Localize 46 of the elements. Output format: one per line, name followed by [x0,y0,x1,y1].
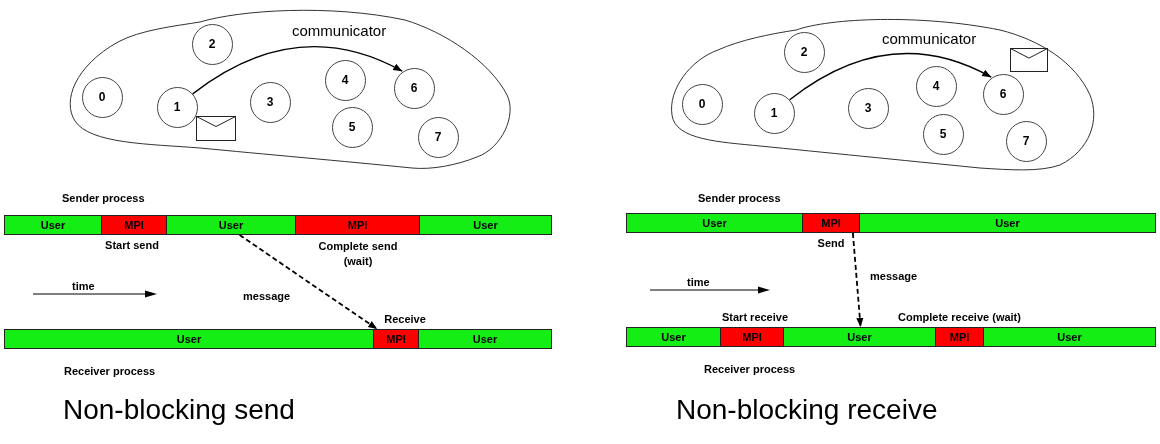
timeline-segment [626,213,803,233]
panel-caption: Non-blocking send [63,395,295,425]
timeline-segment [4,329,374,349]
process-label: Sender process [62,192,145,205]
arrow [789,52,992,101]
event-label: Receive [384,313,426,326]
event-label: Complete receive (wait) [898,311,1021,324]
segment-label: User [847,330,872,344]
timeline-segment [783,327,936,347]
process-label: Receiver process [64,365,156,378]
segment-label: User [702,216,727,230]
timeline-segment [859,213,1156,233]
timeline-segment [166,215,296,235]
timeline-segment [418,329,552,349]
segment-label: User [473,218,498,232]
event-label: Start send [105,239,159,252]
dashed-arrow [238,234,379,330]
segment-label: User [661,330,686,344]
segment-label: MPI [821,216,841,230]
segment-label: User [40,218,66,232]
group-label: communicator [292,22,387,39]
segment-label: MPI [949,330,970,344]
dashed-arrow [851,232,864,328]
arrow [192,45,403,95]
axis-label: time [687,276,710,289]
event-label: Send [817,237,845,250]
segment-label: User [472,332,498,346]
group-label: communicator [882,30,977,47]
segment-label: User [995,216,1020,230]
event-label: Complete send (wait) [317,239,399,269]
panel-caption: Non-blocking receive [676,395,938,425]
timeline-segment [419,215,552,235]
process-label: Receiver process [704,363,796,376]
segment-label: User [218,218,244,232]
axis-label: time [72,280,95,293]
timeline-segment [4,215,102,235]
segment-label: MPI [386,332,406,346]
segment-label: User [176,332,202,346]
segment-label: MPI [124,218,144,232]
segment-label: User [1057,330,1082,344]
timeline-segment [626,327,721,347]
segment-label: MPI [347,218,368,232]
event-label: Start receive [722,311,788,324]
process-label: Sender process [698,192,781,205]
segment-label: MPI [742,330,762,344]
timeline-segment [983,327,1156,347]
